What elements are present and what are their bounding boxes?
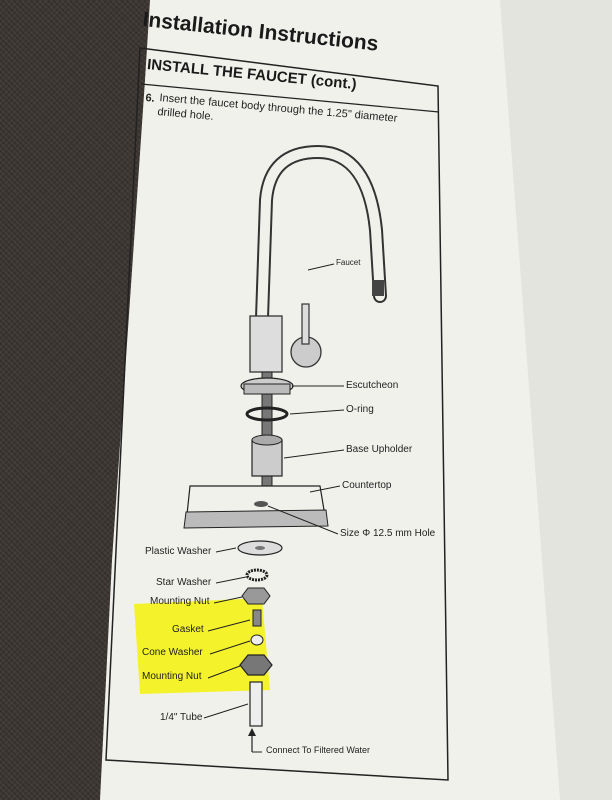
faucet-body [249,315,283,373]
faucet-spout-inner [257,146,385,323]
flow-arrow-head [248,728,256,736]
label-base-upholder: Base Upholder [346,444,413,455]
oring-part [245,406,289,422]
leader-lines [203,263,345,719]
label-mounting-nut-1: Mounting Nut [150,596,210,607]
mounting-nut-part-2 [239,654,273,676]
spout-tip [372,280,384,296]
label-tube: 1/4" Tube [160,712,203,723]
cone-washer-part [250,634,264,646]
escutcheon-ring [243,383,291,395]
countertop-edge [183,509,329,529]
label-gasket: Gasket [172,624,204,635]
star-washer-part [245,568,269,582]
label-mounting-nut-2: Mounting Nut [142,671,202,682]
label-star-washer: Star Washer [156,577,212,588]
countertop-hole [254,501,268,507]
label-hole-size: Size Φ 12.5 mm Hole [340,528,436,539]
tube-part [249,681,263,727]
label-cone-washer: Cone Washer [142,647,203,658]
faucet-lever [301,303,310,345]
frame-border [105,47,449,781]
mounting-nut-part-1 [241,587,271,605]
label-connect: Connect To Filtered Water [266,745,371,755]
paper-shadow-edge [500,0,612,800]
label-oring: O-ring [346,404,374,415]
label-countertop: Countertop [342,480,392,491]
highlight-marks [134,598,270,694]
label-faucet: Faucet [336,258,361,267]
gasket-part [252,609,262,627]
base-upholder-top [251,434,283,446]
step-number: 6. [144,92,156,105]
label-plastic-washer: Plastic Washer [145,546,212,557]
label-escutcheon: Escutcheon [346,380,399,391]
header-rule [140,83,440,113]
plastic-washer-hole [255,546,265,550]
